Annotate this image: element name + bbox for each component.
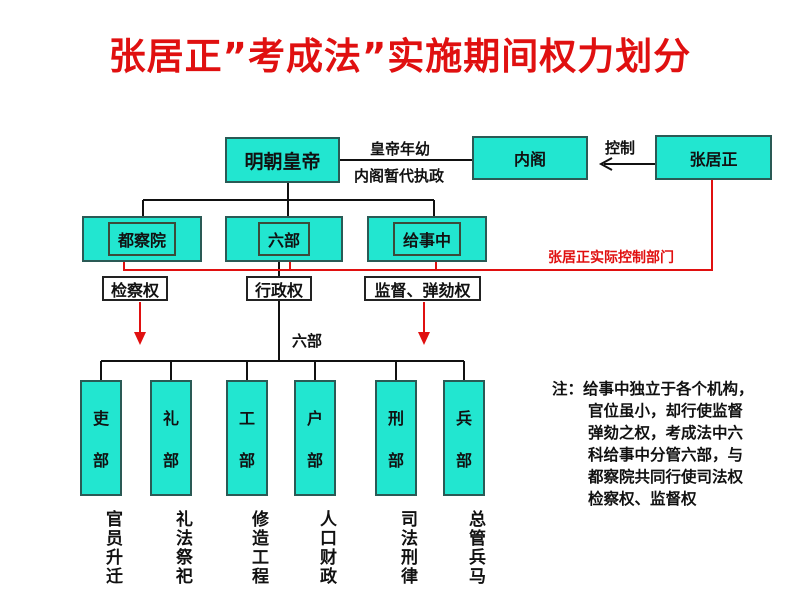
department-duty: 人口财政	[316, 510, 336, 586]
department-duty: 司法刑律	[397, 510, 417, 586]
six-label: 六部	[292, 332, 323, 350]
department-name: 兵	[455, 409, 472, 428]
note-line: 注：给事中独立于各个机构，	[552, 380, 754, 398]
regency-line2: 内阁暂代执政	[354, 167, 445, 185]
supervisors-box: 给事中	[367, 216, 487, 262]
six-ministries-box: 六部	[225, 216, 343, 262]
regency-line1: 皇帝年幼	[370, 140, 431, 158]
control-label: 控制	[605, 139, 636, 157]
department-duty: 官员升迁	[102, 510, 122, 586]
department-box: 吏部	[80, 380, 122, 496]
department-name: 部	[455, 451, 472, 470]
department-name: 部	[92, 451, 109, 470]
department-name: 部	[306, 451, 323, 470]
department-name: 吏	[92, 409, 109, 428]
department-duty: 修造工程	[248, 510, 268, 586]
department-name: 刑	[387, 409, 404, 428]
zhang-label: 张居正	[689, 149, 738, 169]
page-title: 张居正”考成法”实施期间权力划分	[108, 35, 692, 78]
power-administrative: 行政权	[246, 276, 312, 301]
department-name: 户	[306, 409, 323, 428]
note-line: 科给事中分管六部，与	[588, 446, 744, 464]
emperor-label: 明朝皇帝	[244, 150, 321, 173]
cabinet-label: 内阁	[513, 150, 546, 169]
note-line: 检察权、监督权	[588, 490, 697, 508]
censorate-label: 都察院	[107, 222, 176, 256]
red-control-lines	[123, 179, 713, 336]
department-duty: 总管兵马	[465, 510, 485, 586]
emperor-box: 明朝皇帝	[225, 137, 340, 183]
red-arrow-down-icon	[134, 332, 146, 345]
note-line: 官位虽小，却行使监督	[588, 402, 744, 420]
department-name: 礼	[162, 409, 179, 428]
department-box: 刑部	[375, 380, 417, 496]
department-name: 部	[162, 451, 179, 470]
censorate-box: 都察院	[82, 216, 202, 262]
zhang-control-label: 张居正实际控制部门	[548, 250, 674, 266]
note-line: 都察院共同行使司法权	[588, 468, 744, 486]
six-ministries-label: 六部	[257, 222, 310, 256]
power-procuratorial: 检察权	[102, 276, 168, 301]
supervisors-label: 给事中	[392, 222, 461, 256]
department-name: 工	[238, 409, 255, 428]
red-arrow-down-icon	[418, 332, 430, 345]
department-duty: 礼法祭祀	[172, 510, 192, 586]
department-box: 工部	[226, 380, 268, 496]
department-name: 部	[387, 451, 404, 470]
department-name: 部	[238, 451, 255, 470]
zhang-box: 张居正	[655, 135, 772, 180]
department-box: 兵部	[443, 380, 485, 496]
power-supervision: 监督、弹劾权	[364, 276, 481, 301]
department-box: 户部	[294, 380, 336, 496]
note-line: 弹劾之权，考成法中六	[588, 424, 744, 442]
department-box: 礼部	[150, 380, 192, 496]
note: 注：给事中独立于各个机构， 官位虽小，却行使监督 弹劾之权，考成法中六 科给事中…	[552, 378, 754, 510]
cabinet-box: 内阁	[472, 136, 588, 180]
